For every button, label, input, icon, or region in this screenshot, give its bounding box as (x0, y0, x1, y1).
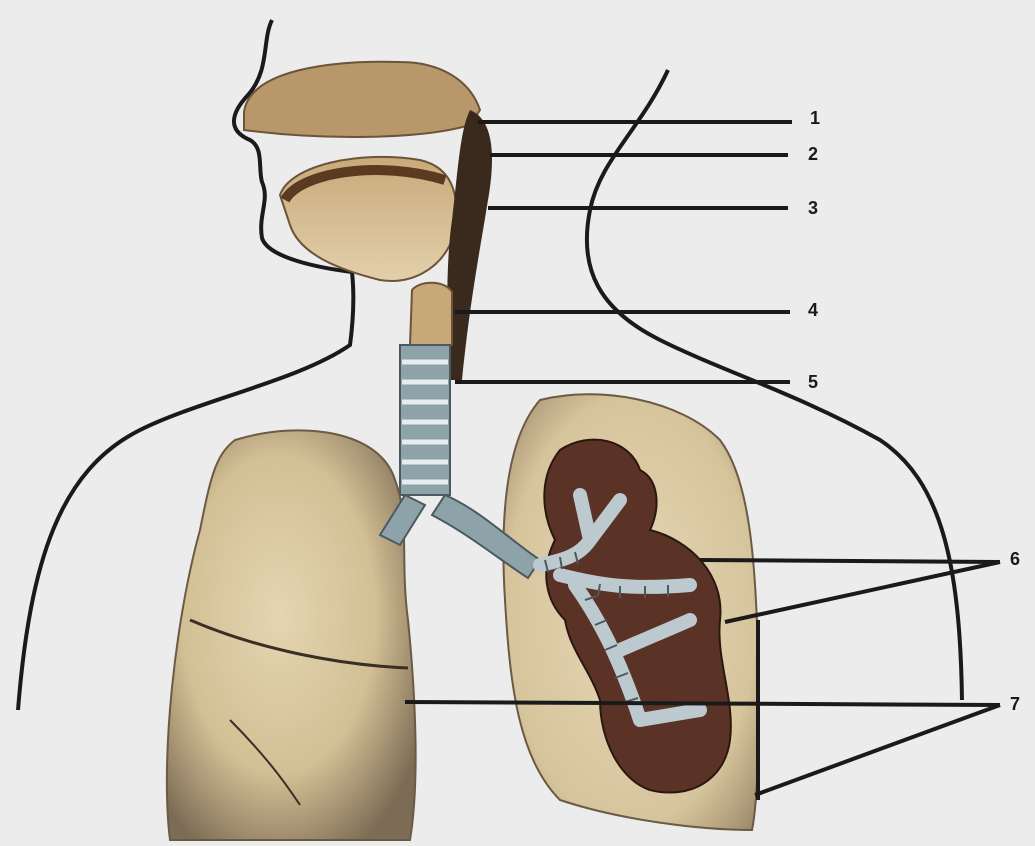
label-7: 7 (1010, 694, 1020, 715)
larynx (410, 283, 452, 345)
label-4: 4 (808, 300, 818, 321)
pharynx (447, 110, 492, 380)
label-1: 1 (810, 108, 820, 129)
left-lung (167, 430, 416, 840)
label-3: 3 (808, 198, 818, 219)
trachea (400, 345, 450, 495)
nasal-cavity (244, 62, 480, 137)
label-2: 2 (808, 144, 818, 165)
label-5: 5 (808, 372, 818, 393)
label-6: 6 (1010, 549, 1020, 570)
